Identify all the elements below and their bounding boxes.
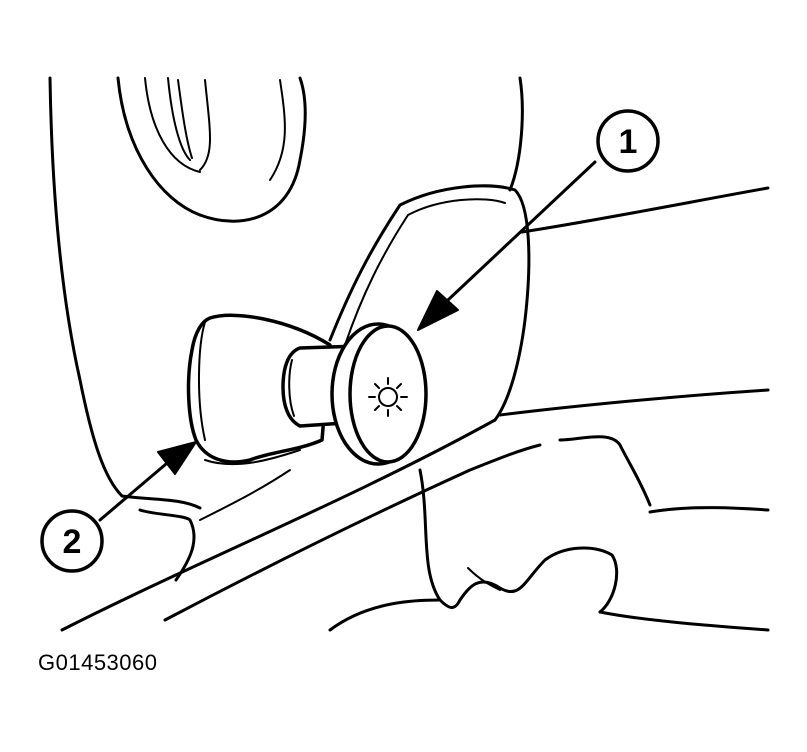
callout-1-number: 1	[619, 123, 638, 161]
callout-2: 2	[40, 509, 104, 573]
trim-panel	[48, 76, 524, 510]
lower-trim	[60, 418, 770, 632]
sun-burst-icon	[368, 377, 408, 417]
callout-arrow-1	[417, 160, 597, 331]
callout-2-number: 2	[63, 523, 82, 561]
figure-code: G01453060	[38, 650, 158, 675]
callout-1: 1	[596, 109, 660, 173]
lamp-lens	[330, 322, 428, 466]
lamp-housing	[328, 184, 770, 422]
callout-arrow-2	[98, 441, 197, 522]
